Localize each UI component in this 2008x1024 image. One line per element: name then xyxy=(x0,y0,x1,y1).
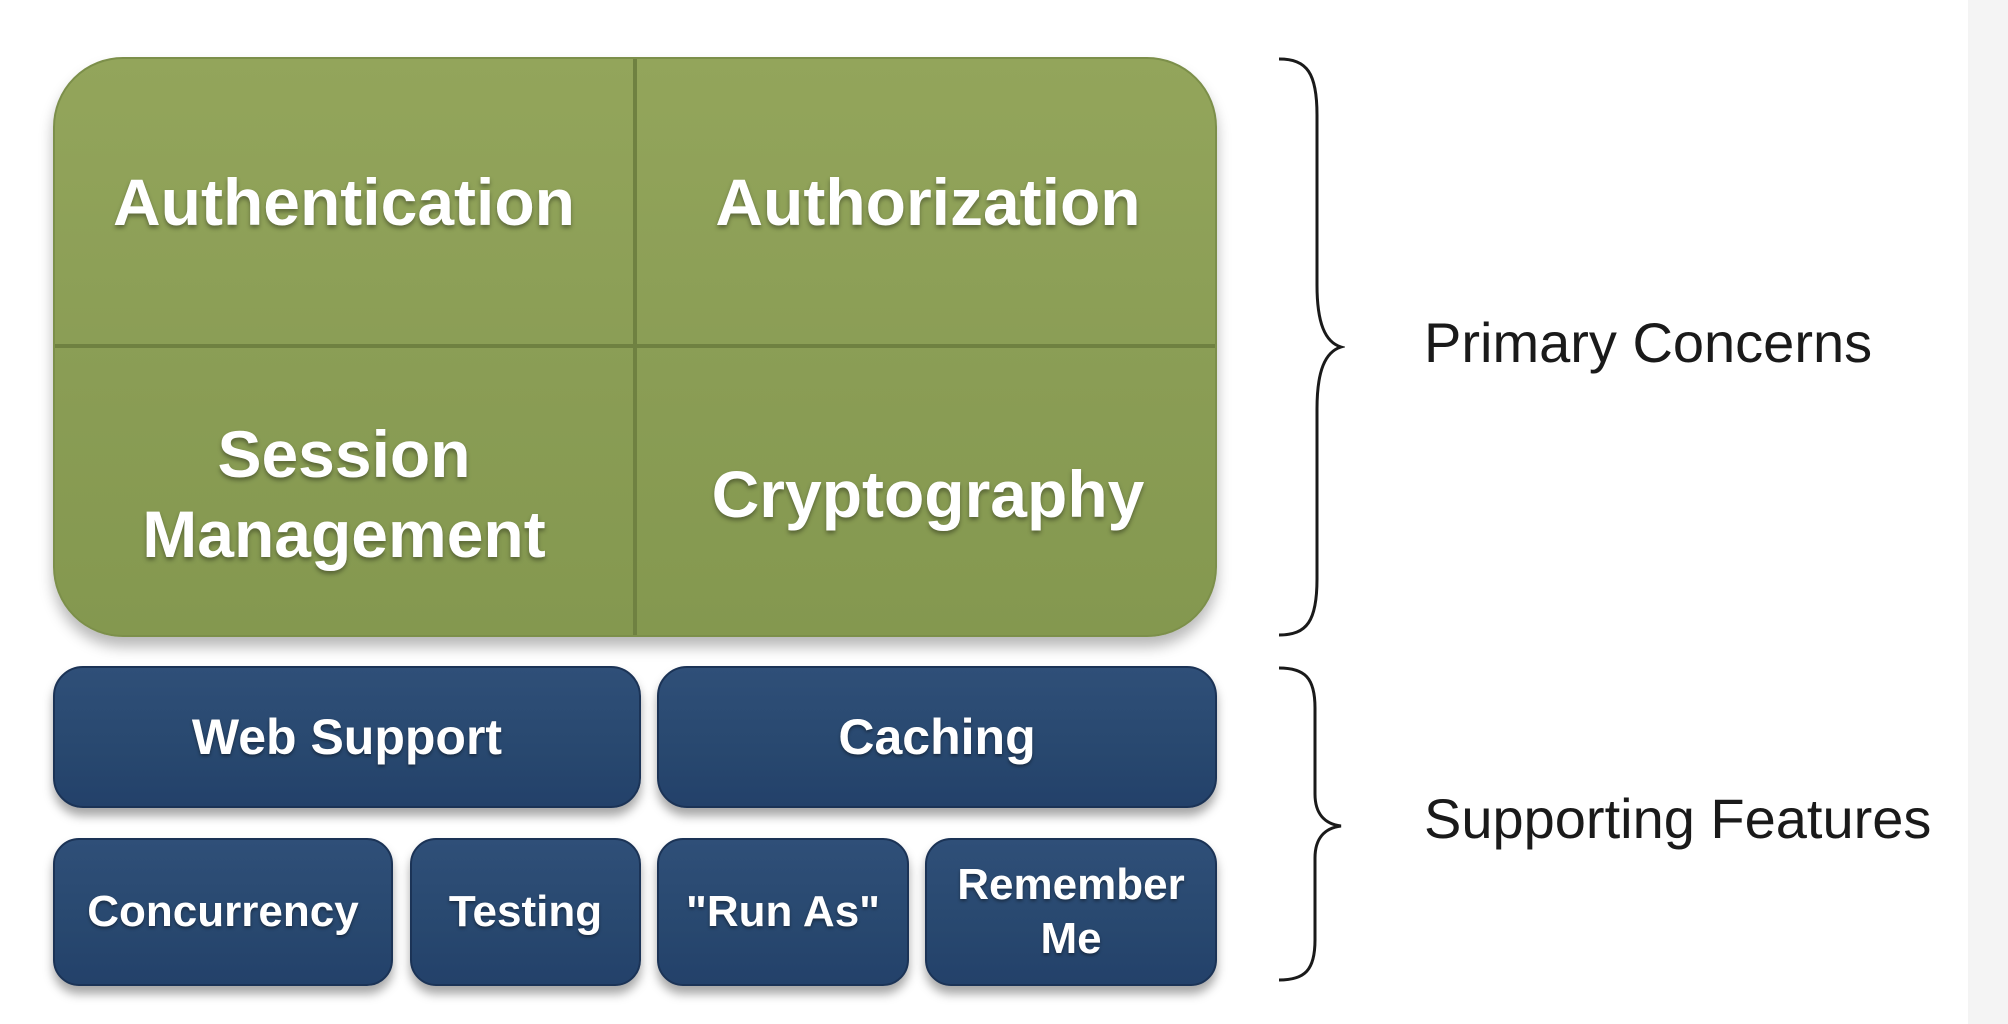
caching-label: Caching xyxy=(838,709,1036,765)
concurrency-label: Concurrency xyxy=(87,887,359,936)
web-support-box: Web Support xyxy=(53,666,641,808)
authentication-label: Authentication xyxy=(113,164,575,239)
concurrency-box: Concurrency xyxy=(53,838,393,986)
supporting-features-brace xyxy=(1278,666,1342,982)
run-as-box: "Run As" xyxy=(657,838,909,986)
primary-concerns-label: Primary Concerns xyxy=(1424,311,1873,374)
primary-horizontal-divider xyxy=(55,344,1215,348)
web-support-label: Web Support xyxy=(191,709,503,765)
session-management-label: Session Management xyxy=(142,416,546,571)
right-edge-strip xyxy=(1968,0,2008,1024)
cryptography-cell: Cryptography xyxy=(637,348,1215,635)
primary-concerns-block: Authentication Authorization Session Man… xyxy=(53,57,1217,637)
caching-box: Caching xyxy=(657,666,1217,808)
cryptography-label: Cryptography xyxy=(711,456,1145,531)
run-as-label: "Run As" xyxy=(685,887,881,936)
remember-me-label: Remember Me xyxy=(957,860,1185,963)
session-management-cell: Session Management xyxy=(55,348,633,635)
authorization-label: Authorization xyxy=(715,164,1141,239)
testing-box: Testing xyxy=(410,838,641,986)
authorization-cell: Authorization xyxy=(637,59,1215,344)
remember-me-box: Remember Me xyxy=(925,838,1217,986)
authentication-cell: Authentication xyxy=(55,59,633,344)
supporting-features-label: Supporting Features xyxy=(1424,787,1932,850)
primary-concerns-brace xyxy=(1278,57,1345,637)
testing-label: Testing xyxy=(448,887,603,936)
